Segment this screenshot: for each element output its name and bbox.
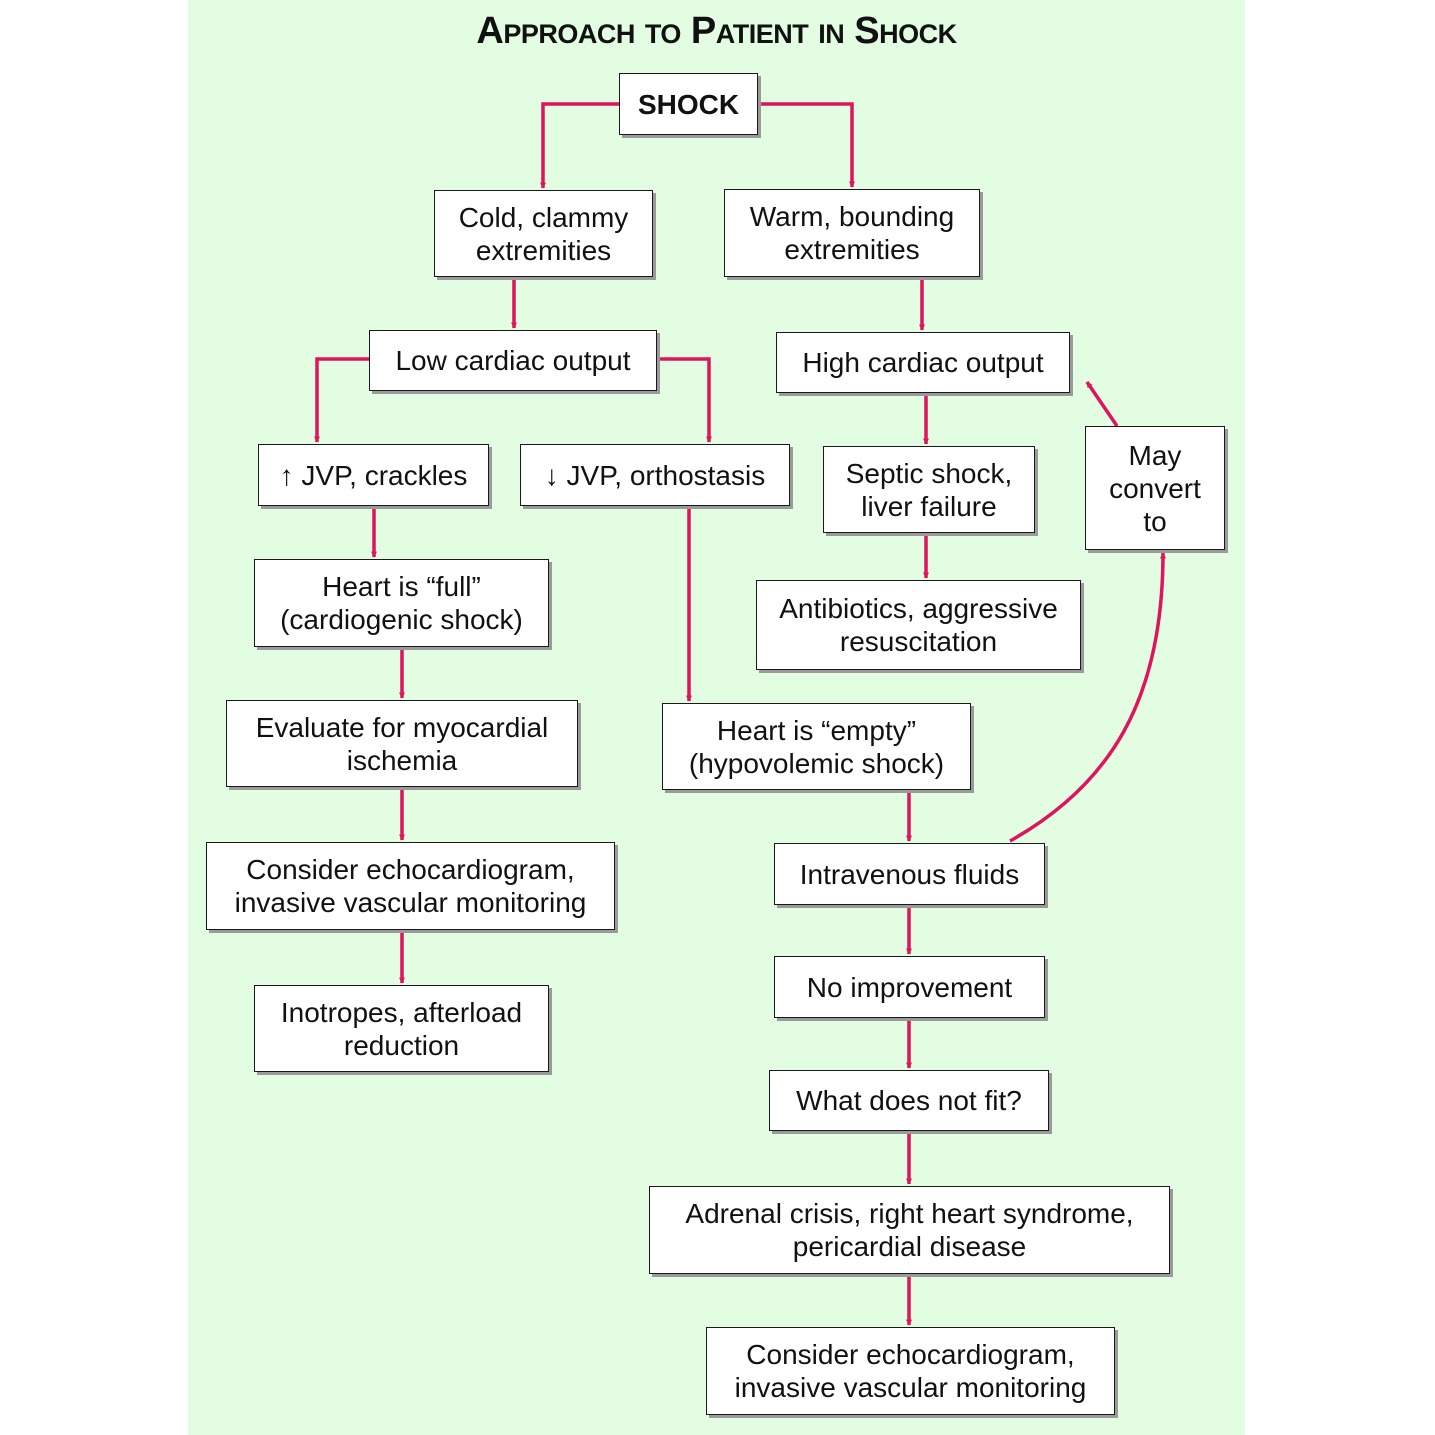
title-word-4: IN xyxy=(818,19,845,49)
node-jvp-down-orthostasis: ↓ JVP, orthostasis xyxy=(520,444,790,506)
arrow-low-co-to-jvp-down xyxy=(657,357,712,443)
diagram-title: APPROACH TO PATIENT IN SHOCK xyxy=(188,10,1245,53)
node-septic-shock-liver-failure: Septic shock, liver failure xyxy=(823,446,1035,533)
node-low-cardiac-output: Low cardiac output xyxy=(369,330,657,391)
node-consider-echocardiogram-right: Consider echocardiogram, invasive vascul… xyxy=(706,1327,1115,1415)
node-shock: SHOCK xyxy=(619,73,758,135)
title-word-5: SHOCK xyxy=(854,10,957,52)
node-antibiotics-resuscitation: Antibiotics, aggressive resuscitation xyxy=(756,580,1081,670)
node-consider-echocardiogram-left: Consider echocardiogram, invasive vascul… xyxy=(206,842,615,930)
node-cold-clammy-extremities: Cold, clammy extremities xyxy=(434,190,653,277)
arrow-low-co-to-jvp-up xyxy=(314,357,370,443)
node-high-cardiac-output: High cardiac output xyxy=(776,332,1070,393)
arrow-shock-to-cold xyxy=(540,102,620,189)
title-word-2: TO xyxy=(644,19,682,49)
node-what-does-not-fit: What does not fit? xyxy=(769,1070,1049,1131)
title-word-3: PATIENT xyxy=(690,10,809,52)
node-warm-bounding-extremities: Warm, bounding extremities xyxy=(724,189,980,277)
node-no-improvement: No improvement xyxy=(774,956,1045,1018)
title-word-1: APPROACH xyxy=(476,10,635,52)
node-evaluate-myocardial-ischemia: Evaluate for myocardial ischemia xyxy=(226,700,578,787)
node-inotropes-afterload-reduction: Inotropes, afterload reduction xyxy=(254,985,549,1072)
node-heart-is-full: Heart is “full” (cardiogenic shock) xyxy=(254,559,549,647)
arrow-may-convert-to-high-co xyxy=(1085,381,1119,427)
node-adrenal-crisis: Adrenal crisis, right heart syndrome, pe… xyxy=(649,1186,1170,1274)
node-jvp-up-crackles: ↑ JVP, crackles xyxy=(258,444,489,506)
arrow-iv-fluids-to-may-convert xyxy=(1009,552,1166,843)
node-may-convert-to: May convert to xyxy=(1085,426,1225,550)
node-intravenous-fluids: Intravenous fluids xyxy=(774,843,1045,905)
arrow-shock-to-warm xyxy=(758,102,855,188)
node-heart-is-empty: Heart is “empty” (hypovolemic shock) xyxy=(662,703,971,790)
